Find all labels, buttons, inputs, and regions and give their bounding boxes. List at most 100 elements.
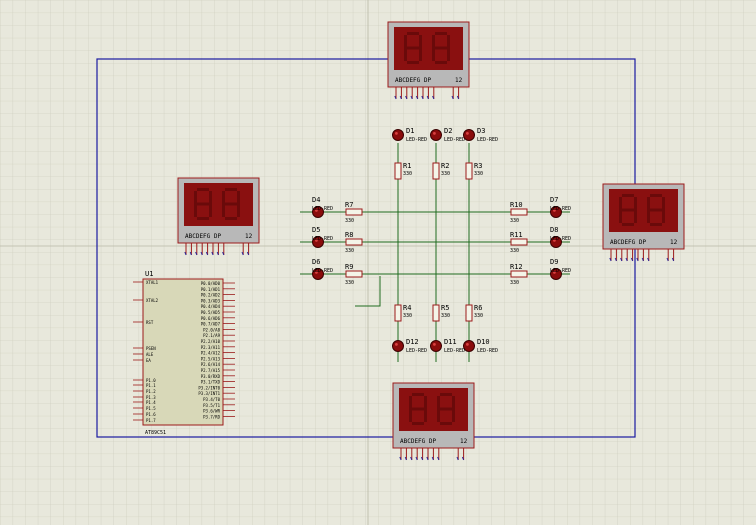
resistor-body xyxy=(510,208,528,216)
segment xyxy=(435,46,447,50)
mcu-footer: AT89C51 xyxy=(145,430,166,436)
segment xyxy=(432,48,435,61)
segment xyxy=(432,35,435,48)
segment xyxy=(650,194,662,197)
display-pin-arrow xyxy=(456,456,459,461)
segment xyxy=(440,422,452,425)
segment xyxy=(440,393,452,396)
display-pin-arrow xyxy=(410,95,413,100)
segment xyxy=(225,188,237,191)
segment xyxy=(419,48,422,61)
led-ref: D11 xyxy=(444,338,457,346)
display-pin-arrow xyxy=(415,95,419,100)
segment xyxy=(647,210,650,223)
mcu-pin-label-right: P3.1/TXD xyxy=(201,380,221,385)
led-body xyxy=(463,129,475,141)
led-value: LED-RED xyxy=(550,206,571,212)
microcontroller[interactable]: U1AT89C51XTAL1XTAL2RSTPSENALEEAP1.0P1.1P… xyxy=(133,270,235,436)
segment xyxy=(452,409,455,422)
mcu-pin-label-right: P3.3/INT1 xyxy=(198,391,220,396)
resistor-ref: R2 xyxy=(441,162,449,170)
display-pin-arrow xyxy=(620,257,623,262)
mcu-pin-label-right: P3.2/INT0 xyxy=(198,385,220,390)
mcu-pin-label-left: EA xyxy=(146,358,151,363)
mcu-pin-label-left: P1.2 xyxy=(146,389,156,394)
mcu-pin-label-right: P0.5/AD5 xyxy=(201,310,221,315)
segment xyxy=(407,61,419,64)
led-value: LED-RED xyxy=(312,268,333,274)
led-highlight xyxy=(433,343,436,346)
resistor-value: 330 xyxy=(345,280,354,286)
segment xyxy=(412,393,424,396)
mcu-pin-label-right: P3.6/WR xyxy=(203,409,220,414)
segment xyxy=(409,396,412,409)
display-pin-labels: ABCDEFG DP xyxy=(395,77,432,84)
led-ref: D4 xyxy=(312,196,320,204)
led-value: LED-RED xyxy=(312,236,333,242)
display-pin-arrow xyxy=(451,95,454,100)
led-ref: D2 xyxy=(444,127,452,135)
display-pin-arrow xyxy=(205,251,209,256)
mcu-pin-label-left: P1.7 xyxy=(146,418,156,423)
segment xyxy=(209,191,212,204)
display-pin-arrow xyxy=(641,257,644,262)
segment xyxy=(222,204,225,217)
display-pin-labels: ABCDEFG DP xyxy=(400,438,437,445)
segment xyxy=(197,202,209,206)
mcu-pin-label-left: P1.0 xyxy=(146,378,156,383)
resistor-body xyxy=(465,162,473,180)
led-value: LED-RED xyxy=(406,137,427,143)
display-pin-arrow xyxy=(241,251,244,256)
display-pin-arrow xyxy=(671,257,675,262)
segment xyxy=(197,217,209,220)
segment xyxy=(419,35,422,48)
segment xyxy=(650,208,662,212)
segment xyxy=(404,48,407,61)
resistor-body xyxy=(345,208,363,216)
segment xyxy=(424,409,427,422)
display-pin-arrow xyxy=(189,251,192,256)
led-value: LED-RED xyxy=(477,137,498,143)
led-ref: D12 xyxy=(406,338,419,346)
mcu-pin-label-right: P0.2/AD2 xyxy=(201,293,221,298)
led-value: LED-RED xyxy=(444,137,465,143)
display-pin-arrow xyxy=(437,456,440,461)
display-pin-arrow xyxy=(211,251,214,256)
resistor-value: 330 xyxy=(441,171,450,177)
resistor-ref: R10 xyxy=(510,201,523,209)
display-common-label: 12 xyxy=(245,233,253,240)
mcu-pin-label-right: P2.5/A13 xyxy=(201,356,221,361)
led-highlight xyxy=(433,132,436,135)
segment xyxy=(407,32,419,35)
display-pin-arrow xyxy=(399,456,402,461)
